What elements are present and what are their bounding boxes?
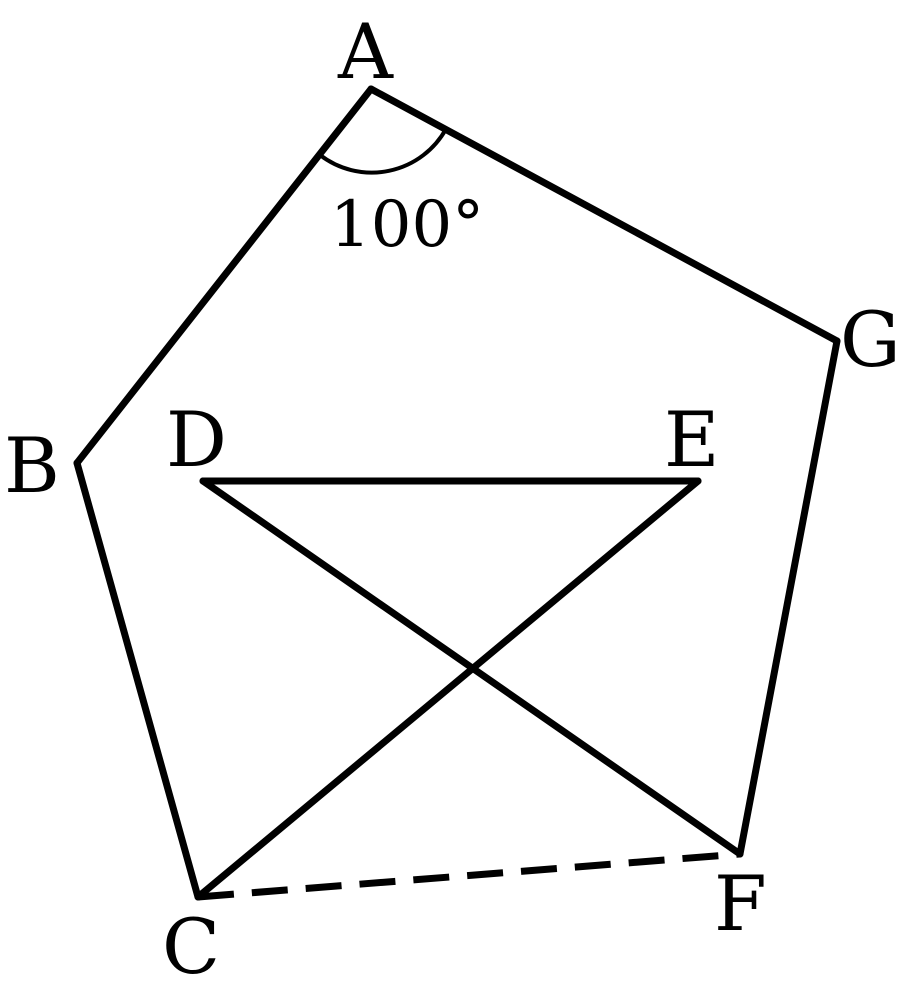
point-label-e: E <box>664 395 719 484</box>
point-label-b: B <box>4 421 60 510</box>
angle-arc-a <box>318 128 448 175</box>
point-label-d: D <box>166 395 227 484</box>
segment-ec <box>194 477 702 901</box>
segment-cf-dashed <box>197 850 741 901</box>
point-label-a: A <box>337 7 394 96</box>
segment-gf <box>736 337 841 858</box>
segment-bc <box>73 459 202 901</box>
segment-ab <box>73 85 375 467</box>
point-label-f: F <box>714 859 767 948</box>
angle-label: 100° <box>330 188 484 262</box>
point-label-g: G <box>840 295 901 384</box>
segment-ag <box>367 85 841 345</box>
point-label-c: C <box>162 902 220 991</box>
